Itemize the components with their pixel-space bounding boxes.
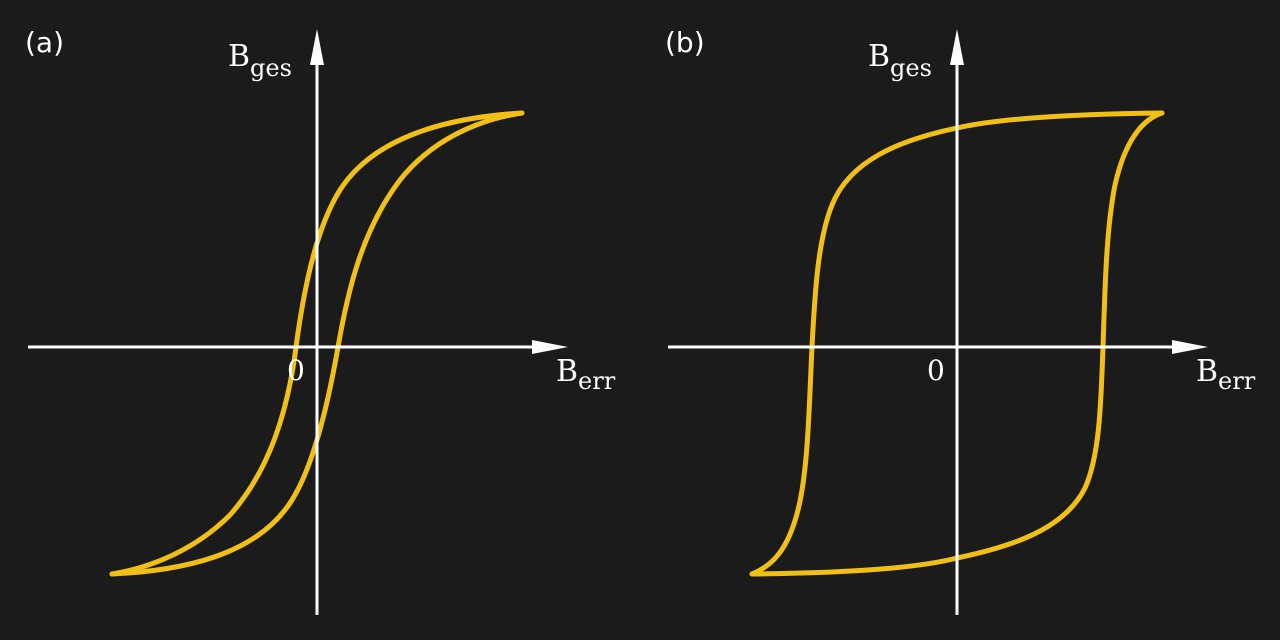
panel-b-y-axis-label: Bges [868, 39, 932, 82]
panel-b-label: (b) [665, 26, 705, 59]
panel-b: (b) Bges Berr 0 [665, 26, 1256, 615]
panel-a-x-axis-arrow-icon [532, 340, 568, 354]
panel-a-x-axis-label: Berr [556, 354, 616, 395]
panel-b-y-axis-arrow-icon [950, 29, 964, 65]
panel-b-x-axis-label: Berr [1196, 354, 1256, 395]
panel-a-label: (a) [25, 26, 64, 59]
panel-b-upper-branch [749, 110, 1165, 577]
panel-a-y-axis-arrow-icon [310, 29, 324, 65]
panel-b-origin-label: 0 [927, 354, 945, 387]
panel-a-y-axis-label: Bges [228, 39, 292, 82]
panel-a: (a) Bges Berr 0 [25, 26, 616, 615]
panel-b-lower-branch [749, 110, 1165, 577]
panel-b-x-axis-arrow-icon [1172, 340, 1208, 354]
panel-a-origin-label: 0 [287, 354, 305, 387]
panel-b-hysteresis-loop [749, 110, 1165, 577]
